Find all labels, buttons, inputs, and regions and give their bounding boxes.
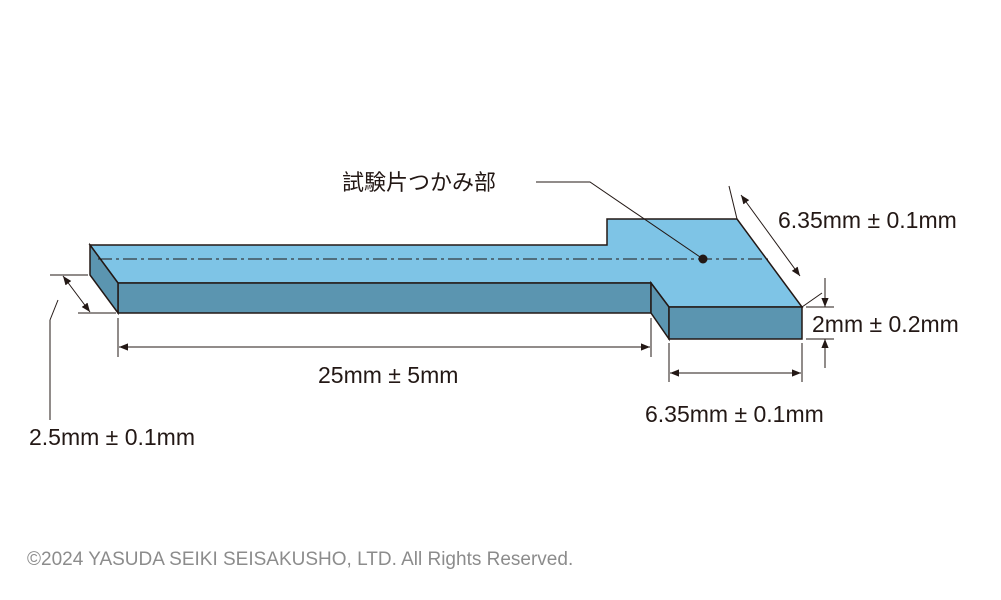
copyright-notice: ©2024 YASUDA SEIKI SEISAKUSHO, LTD. All … xyxy=(27,549,574,570)
end-face xyxy=(89,242,119,316)
head-diagonal-label: 6.35mm ± 0.1mm xyxy=(778,207,957,233)
callout-leader xyxy=(536,181,704,260)
head-diagonal-dimension xyxy=(728,185,823,308)
callout-dot xyxy=(698,254,708,264)
narrow-front-face xyxy=(117,282,652,314)
thickness-label: 2mm ± 0.2mm xyxy=(812,311,959,337)
length-label: 25mm ± 5mm xyxy=(318,362,458,388)
callout-label: 試験片つかみ部 xyxy=(342,171,496,196)
width-dimension xyxy=(49,274,116,420)
length-dimension xyxy=(117,318,652,357)
head-width-dimension xyxy=(668,343,803,382)
thickness-dimension xyxy=(806,278,834,368)
head-width-label: 6.35mm ± 0.1mm xyxy=(645,401,824,427)
head-front-face xyxy=(668,306,803,340)
specimen-shape xyxy=(88,218,804,342)
width-label: 2.5mm ± 0.1mm xyxy=(29,424,195,450)
